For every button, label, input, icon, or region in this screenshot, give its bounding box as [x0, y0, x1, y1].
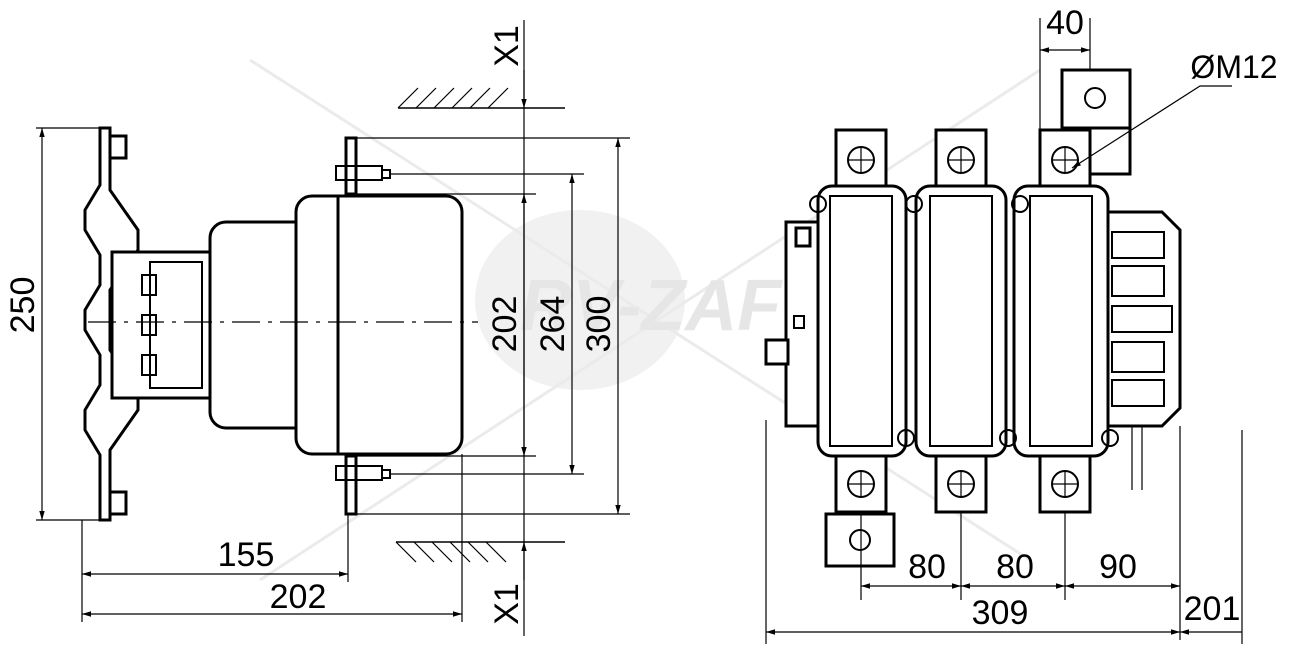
left-accessory-screw	[793, 315, 805, 329]
stud-bottom-tip	[381, 469, 391, 479]
slot-3	[141, 354, 157, 376]
hatch-bottom	[395, 541, 565, 563]
screw-6	[1101, 429, 1119, 447]
stud-bottom-nut	[335, 465, 383, 481]
aux-terminal-hole	[1084, 87, 1106, 109]
slot-2	[141, 314, 157, 336]
screw-3	[1011, 195, 1029, 213]
dimension-lines-side	[39, 70, 621, 617]
dim-overall-width-label: 309	[972, 594, 1029, 632]
main-housing	[294, 194, 464, 456]
aux-terminal-top	[1060, 68, 1132, 132]
pole-inner-2	[929, 195, 993, 447]
pole-housing-2	[914, 184, 1008, 458]
side-view: 250 155 202 202 264 300 X1 X1	[4, 20, 630, 636]
dim-pitch-1-label: 80	[908, 548, 946, 586]
aux-slot-5	[1111, 379, 1165, 407]
dim-pitch-3-label: 90	[1099, 548, 1137, 586]
stud-bottom	[344, 454, 358, 516]
aux-contact-block	[1106, 210, 1182, 428]
pole-inner-3	[1029, 195, 1093, 447]
dimension-lines-front	[766, 47, 1242, 635]
aux-terminal-bottom-hole	[849, 529, 871, 551]
aux-slot-4	[1111, 341, 1165, 373]
dim-overall-label: 300	[580, 296, 618, 353]
aux-slot-3	[1111, 305, 1173, 333]
bracket-lug-top	[108, 134, 128, 160]
front-view: 40 ØM12 80 80 90 309 201	[764, 4, 1278, 644]
bracket-block	[110, 250, 212, 400]
pole-housing-3	[1012, 184, 1110, 458]
section-mark-bottom: X1	[488, 583, 526, 625]
stud-top-nut	[335, 165, 383, 181]
screw-1	[809, 195, 827, 213]
dim-mount-a-label: 202	[486, 296, 524, 353]
pole-inner-1	[829, 195, 893, 447]
screw-5	[999, 429, 1017, 447]
dim-height-label: 250	[4, 277, 42, 334]
dim-depth-total-label: 202	[270, 578, 327, 616]
dim-pitch-2-label: 80	[996, 548, 1034, 586]
bracket-lug-bottom	[108, 490, 128, 516]
dim-terminal-width-label: 40	[1046, 4, 1084, 42]
dim-thread-label: ØM12	[1190, 49, 1277, 85]
aux-terminal-bottom	[824, 512, 896, 568]
aux-slot-2	[1111, 265, 1165, 297]
aux-slot-1	[1111, 231, 1165, 259]
screw-2	[905, 195, 923, 213]
mounting-bracket	[83, 126, 140, 522]
bracket-inner	[149, 261, 203, 389]
dim-depth-mount-label: 155	[218, 536, 275, 574]
screw-4	[897, 429, 915, 447]
dim-side-offset-label: 201	[1184, 590, 1241, 628]
left-accessory-clip	[794, 226, 812, 248]
section-mark-top: X1	[488, 25, 526, 67]
hatch-top	[397, 87, 565, 109]
slot-1	[141, 274, 157, 296]
pole-housing-1	[816, 184, 908, 458]
left-accessory-lug	[764, 338, 790, 366]
stud-top-tip	[381, 169, 391, 179]
dim-mount-b-label: 264	[534, 296, 572, 353]
